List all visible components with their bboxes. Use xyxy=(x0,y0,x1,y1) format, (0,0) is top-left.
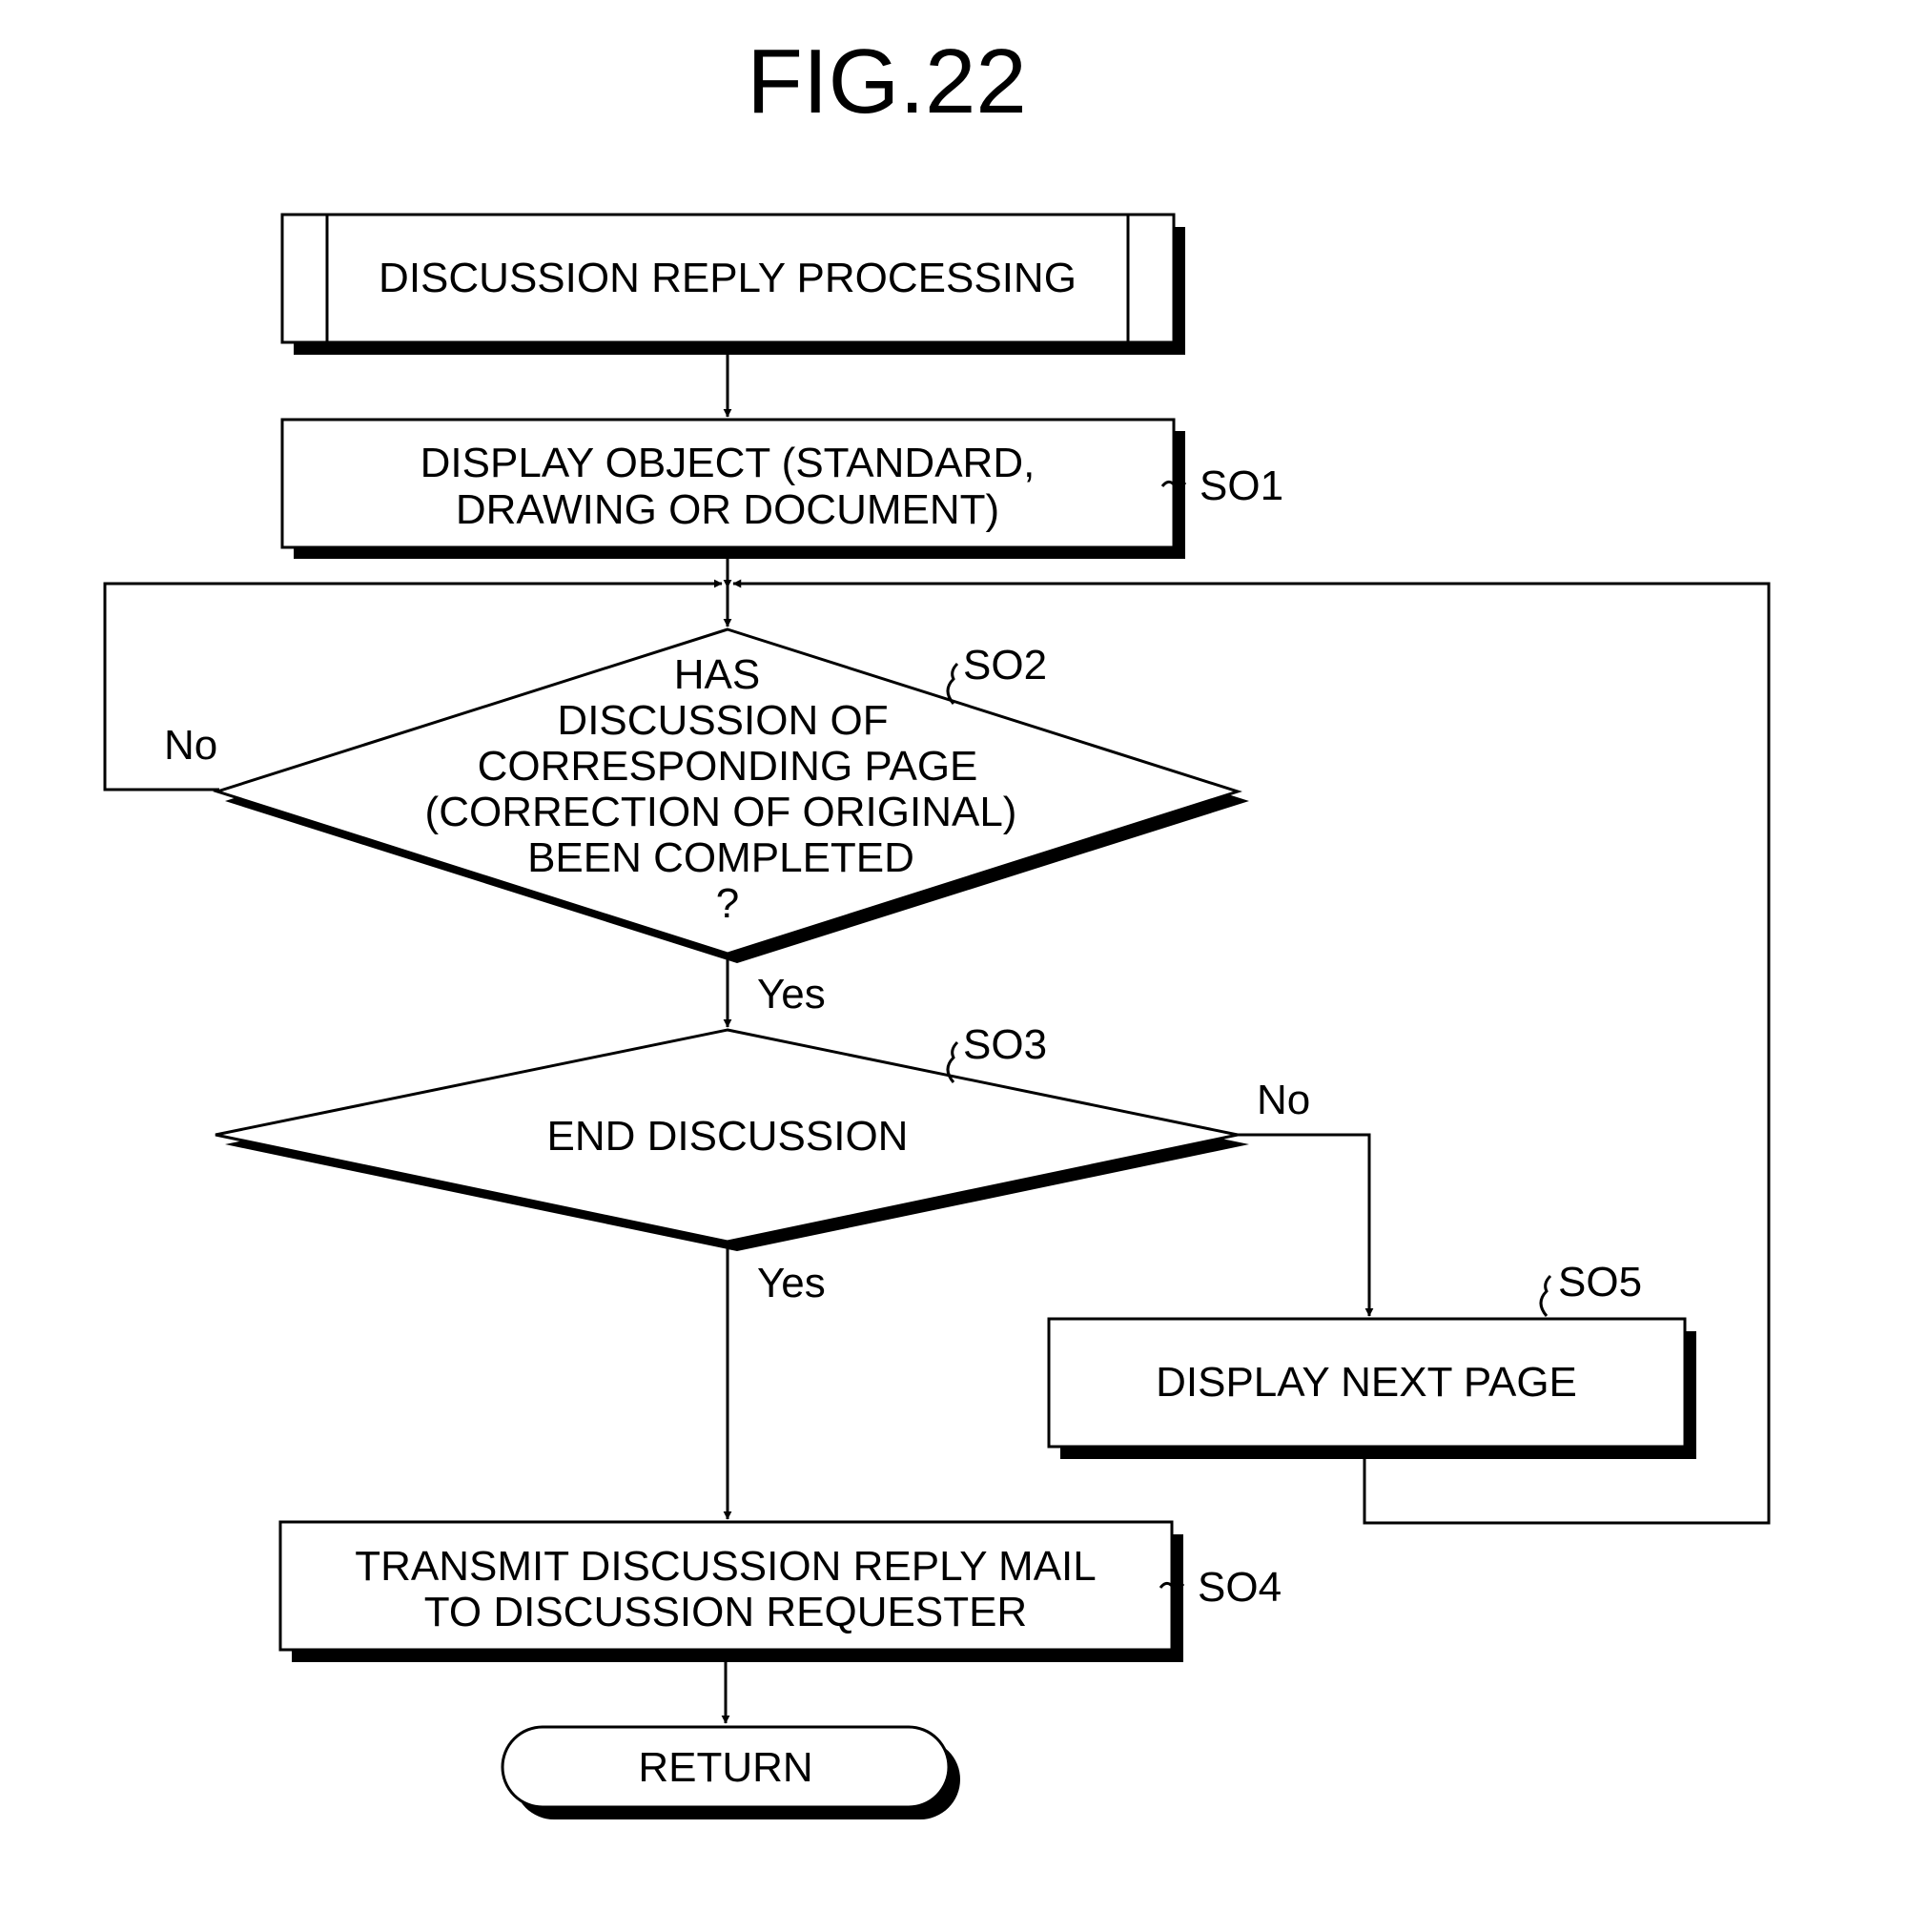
step-s04-line-2: TO DISCUSSION REQUESTER xyxy=(424,1589,1027,1635)
decision-s02: HAS DISCUSSION OF CORRESPONDING PAGE (CO… xyxy=(217,629,1249,963)
decision-s02-line-6: ? xyxy=(716,880,739,927)
figure-title: FIG.22 xyxy=(747,31,1026,133)
step-s01-line-1: DISPLAY OBJECT (STANDARD, xyxy=(420,440,1036,486)
step-s05-ref: SO5 xyxy=(1558,1259,1642,1305)
decision-s02-line-4: (CORRECTION OF ORIGINAL) xyxy=(425,789,1017,835)
step-s01-line-2: DRAWING OR DOCUMENT) xyxy=(456,486,999,533)
edge-label-s03-no: No xyxy=(1257,1077,1310,1123)
decision-s02-line-5: BEEN COMPLETED xyxy=(527,834,914,881)
edge-label-s02-yes: Yes xyxy=(757,971,826,1017)
decision-s02-ref: SO2 xyxy=(963,642,1047,689)
edge-label-s03-yes: Yes xyxy=(757,1260,826,1306)
decision-s03-label: END DISCUSSION xyxy=(547,1113,909,1160)
end-node: RETURN xyxy=(503,1727,960,1819)
decision-s03: END DISCUSSION SO3 xyxy=(215,1021,1249,1251)
end-node-label: RETURN xyxy=(638,1744,812,1791)
start-node: DISCUSSION REPLY PROCESSING xyxy=(282,215,1185,355)
decision-s02-line-2: DISCUSSION OF xyxy=(557,697,888,744)
step-s04-ref: SO4 xyxy=(1198,1564,1282,1611)
decision-s02-ref-leader xyxy=(948,664,957,704)
step-s04: TRANSMIT DISCUSSION REPLY MAIL TO DISCUS… xyxy=(280,1522,1282,1662)
step-s05: DISPLAY NEXT PAGE SO5 xyxy=(1049,1259,1696,1459)
step-s04-line-1: TRANSMIT DISCUSSION REPLY MAIL xyxy=(355,1543,1097,1590)
start-node-label: DISCUSSION REPLY PROCESSING xyxy=(379,255,1077,301)
decision-s02-line-3: CORRESPONDING PAGE xyxy=(478,743,978,790)
edge-label-s02-no: No xyxy=(164,722,217,769)
step-s01: DISPLAY OBJECT (STANDARD, DRAWING OR DOC… xyxy=(282,420,1283,559)
decision-s02-line-1: HAS xyxy=(674,651,760,698)
step-s01-ref: SO1 xyxy=(1200,462,1283,509)
step-s05-label: DISPLAY NEXT PAGE xyxy=(1156,1359,1577,1406)
step-s05-ref-leader xyxy=(1541,1276,1550,1316)
decision-s03-ref: SO3 xyxy=(963,1021,1047,1068)
arrow-s03-no-to-s05 xyxy=(1238,1135,1369,1316)
